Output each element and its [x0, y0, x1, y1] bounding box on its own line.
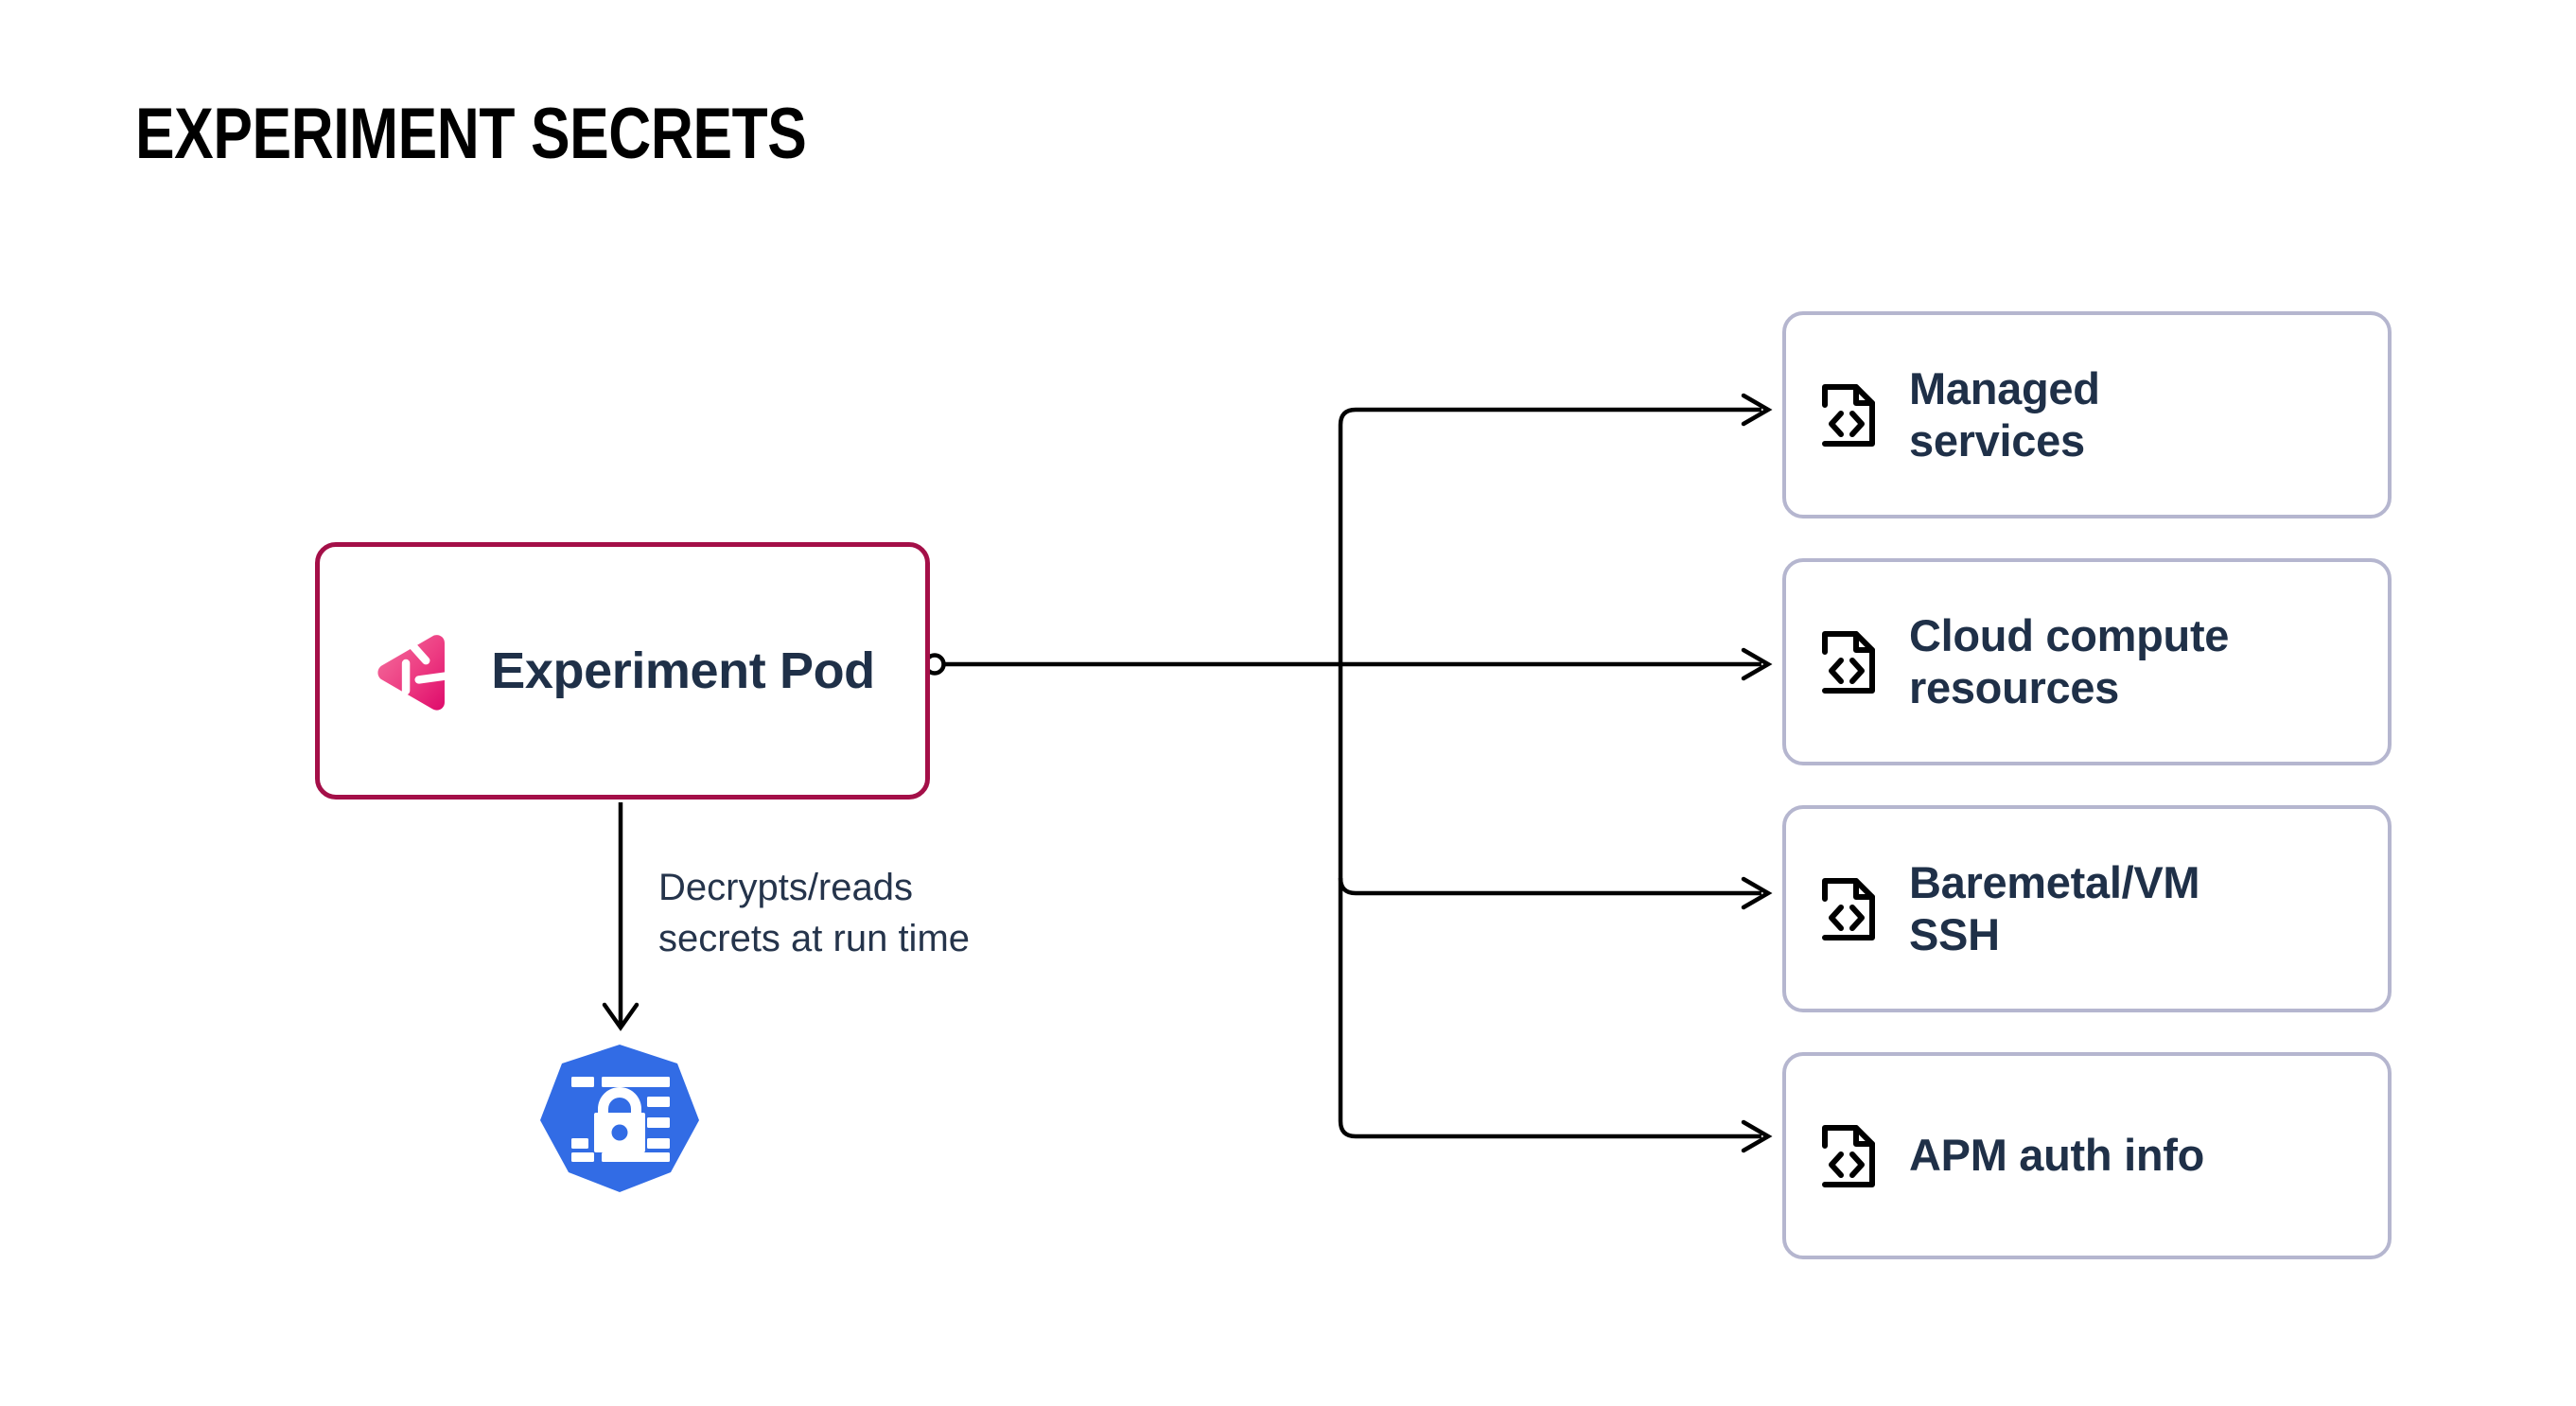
resource-card-label: APM auth info: [1909, 1130, 2204, 1182]
edge-branch-baremetal-ssh: [1338, 877, 1761, 896]
resource-card-label-line2: resources: [1909, 661, 2119, 712]
resource-card-label: Baremetal/VM SSH: [1909, 856, 2200, 960]
resource-card-label-line2: services: [1909, 414, 2085, 466]
arrowhead-cloud-compute-icon: [1741, 647, 1773, 681]
file-code-icon: [1822, 383, 1875, 447]
secret-flow-label: Decrypts/reads secrets at run time: [658, 863, 1056, 964]
resource-card-label: Managed services: [1909, 363, 2100, 466]
resource-card-label-line1: Managed: [1909, 362, 2100, 413]
edge-branch-apm-auth: [1338, 1120, 1761, 1139]
secret-flow-label-line1: Decrypts/reads: [658, 867, 913, 908]
resource-card-label-line1: Cloud compute: [1909, 609, 2230, 660]
arrowhead-apm-auth-icon: [1741, 1119, 1773, 1153]
gremlin-logo-icon: [377, 635, 449, 711]
resource-card-apm-auth-info[interactable]: APM auth info: [1782, 1052, 2392, 1259]
resource-card-label-line1: APM auth info: [1909, 1130, 2204, 1181]
experiment-pod-label: Experiment Pod: [491, 642, 875, 699]
edge-branch-managed-services: [1338, 407, 1761, 426]
file-code-icon: [1822, 877, 1875, 940]
resource-card-managed-services[interactable]: Managed services: [1782, 311, 2392, 518]
resource-card-cloud-compute-resources[interactable]: Cloud compute resources: [1782, 558, 2392, 765]
page-title: EXPERIMENT SECRETS: [135, 94, 807, 174]
resource-card-baremetal-vm-ssh[interactable]: Baremetal/VM SSH: [1782, 805, 2392, 1012]
kubernetes-secret-icon: secret: [540, 1045, 699, 1223]
arrowhead-baremetal-ssh-icon: [1741, 876, 1773, 910]
arrowhead-managed-services-icon: [1741, 393, 1773, 427]
file-code-icon: [1822, 1124, 1875, 1187]
secret-label: secret: [581, 1192, 658, 1223]
file-code-icon: [1822, 630, 1875, 694]
kubernetes-secret-node[interactable]: secret: [535, 1041, 704, 1226]
arrowhead-secret-icon: [602, 1002, 640, 1031]
resource-card-label-line2: SSH: [1909, 908, 2000, 959]
experiment-pod-node[interactable]: Experiment Pod: [315, 542, 930, 800]
resource-card-label: Cloud compute resources: [1909, 610, 2229, 713]
resource-card-label-line1: Baremetal/VM: [1909, 856, 2200, 907]
secret-flow-label-line2: secrets at run time: [658, 917, 971, 959]
